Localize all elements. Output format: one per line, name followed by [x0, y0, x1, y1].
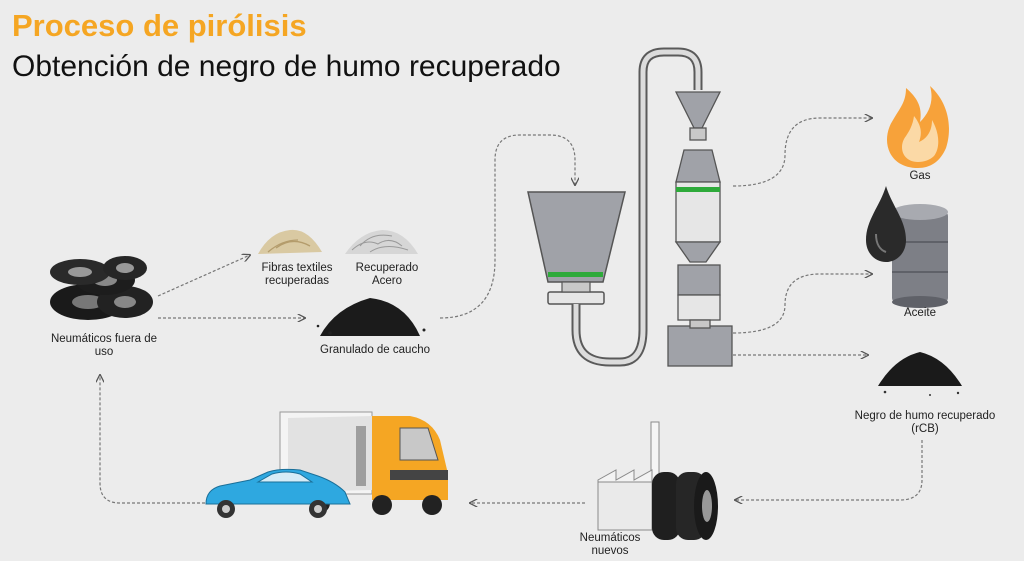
label-steel: Recuperado Acero: [355, 262, 419, 287]
arrow-granulate-to-hopper: [439, 134, 575, 319]
rubber-granulate-icon: [316, 298, 426, 336]
steel-wire-icon: [345, 230, 418, 254]
arrow-to-oil: [732, 274, 872, 334]
label-gas: Gas: [909, 170, 931, 182]
oil-barrel-icon: [866, 186, 948, 308]
label-used-tires: Neumáticos fuera de uso: [50, 333, 158, 358]
label-rcb: Negro de humo recuperado (rCB): [854, 410, 996, 435]
textile-fibers-icon: [258, 229, 322, 254]
label-oil: Aceite: [904, 307, 936, 319]
gas-flame-icon: [886, 86, 949, 168]
pyrolysis-reactor-icon: [527, 191, 626, 305]
car-icon: [205, 468, 351, 518]
label-rubber-granulate: Granulado de caucho: [320, 344, 430, 356]
arrow-vehicles-to-tires: [100, 375, 205, 504]
used-tires-icon: [50, 256, 153, 320]
arrow-rcb-to-factory: [735, 440, 923, 500]
page-subtitle: Obtención de negro de humo recuperado: [12, 50, 561, 83]
label-textile-fibers: Fibras textiles recuperadas: [261, 262, 333, 287]
arrow-to-gas: [732, 118, 872, 187]
factory-icon: [597, 421, 660, 531]
distillation-column-icon: [667, 91, 733, 367]
arrow-tires-to-fibers: [157, 255, 250, 297]
page-title: Proceso de pirólisis: [12, 8, 307, 43]
connector-arrows: [100, 118, 923, 504]
recovered-carbon-black-icon: [878, 352, 962, 396]
label-new-tires: Neumáticos nuevos: [579, 532, 641, 557]
new-tires-icon: [652, 472, 718, 540]
